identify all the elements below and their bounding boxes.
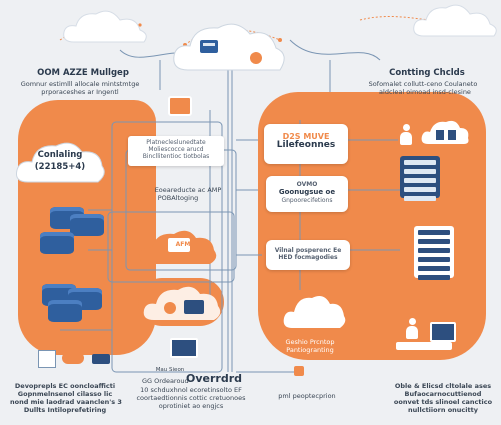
right-cloud-icon [283,296,346,328]
server-rack-icon [400,156,440,201]
center-cloud-icon [139,230,217,264]
person-icon [400,124,412,146]
top-right-title: Contting Chclds [389,68,465,78]
bottom-mid-line1: pml peoptecprion [278,392,336,400]
left-cloud-line1: Conlaling [37,150,83,160]
center-mid-line2: POBAltoging [157,194,199,202]
bottom-right-line2: Bufaocarnocuttienod [404,390,482,398]
top-right-line2: aldcleal oimoad insd-clesine [379,88,471,96]
orange-dot-icon [294,366,304,376]
center-mid-line1: Eoeareducte ac AMP [154,186,222,194]
center-top-card-line1: Platnecleslunedtate [146,139,206,146]
person-icon [406,318,418,340]
right-card-1-line2: Lilefeonnes [276,140,336,150]
top-right-cloud-icon [413,4,497,37]
top-center-cloud-icon [173,23,285,71]
center-top-card-line3: Bincllitentioc tiotbolas [142,153,210,160]
right-cloud-caption-line2: Pantiogranting [286,346,334,354]
bottom-left-line4: Dullts Intiloprefetiring [23,406,107,414]
right-card-3-line1: Vilnal posperenc Ee [274,247,342,254]
center-lower-cloud-icon [143,286,221,320]
right-card-3-line2: HED focmagodies [278,254,338,261]
center-cloud-label: AFM [175,241,191,248]
center-top-card: Platnecleslunedtate Moliescocce arucd Bi… [128,136,224,166]
workstation-icon [430,322,456,342]
right-card-2-line1: OVMO [296,181,318,188]
right-card-2: OVMO Goonugsue oe Gnpoorecifetions [266,176,348,212]
bottom-center-small-label: Mau Sieon [155,367,185,373]
bottom-right-line1: Oble & Elicsd cltolale ases [394,382,492,390]
server-rack-icon [414,226,454,280]
top-right-line1: Sofomalet collutt-ceno Coulaneto [368,80,478,88]
database-icon [40,232,74,254]
desk-icon [396,342,452,350]
top-left-title: OOM AZZE Mullgep [37,68,129,78]
database-icon [48,300,82,322]
bottom-center-title: Overrdrd [186,372,243,385]
team-icon [62,352,84,364]
database-icon [70,214,104,236]
bottom-center-prefix: GG Ordearoud [142,377,189,385]
bottom-right-line3: oonvet tds slinoel canctico [393,398,493,406]
cloud-server-icon [421,120,469,144]
bottom-center-line2: 10 schduxhnol ecoretinsolto EF [140,386,242,394]
right-card-2-line3: Gnpoorecifetions [281,197,333,204]
right-card-1: D2S MUVE Lilefeonnes [264,124,348,164]
right-cloud-caption-line1: Geshio Prcntop [285,338,335,346]
bottom-left-line2: Gopnmelnsenol cilasso lic [17,390,113,398]
bottom-center-line4: oprotiniet ao engjcs [158,402,224,410]
right-card-1-line1: D2S MUVE [282,132,330,141]
bottom-right-line4: nullctiiorn onucitty [408,406,478,414]
bottom-left-line3: nond mie laodrad vaanclen's 3 [10,398,122,406]
center-top-card-line2: Moliescocce arucd [148,146,204,153]
right-card-2-line2: Goonugsue oe [278,188,336,196]
gateway-icon [168,96,192,116]
building-icon [38,350,56,368]
left-cloud-icon [16,142,105,183]
truck-icon [92,354,110,364]
top-left-cloud-icon [63,10,147,43]
top-left-line1: Gomnur estimlll allocale mintstmtge [20,80,140,88]
right-card-3: Vilnal posperenc Ee HED focmagodies [266,240,350,270]
bottom-center-line3: coortaedtionnis cottic cretuonoes [136,394,246,402]
bottom-left-line1: Devoprepls EC ooncloafficti [14,382,116,390]
monitor-icon [170,338,198,358]
left-cloud-line2: (22185+4) [34,162,86,172]
top-left-line2: prporaceshes ar Ingentl [41,88,119,96]
